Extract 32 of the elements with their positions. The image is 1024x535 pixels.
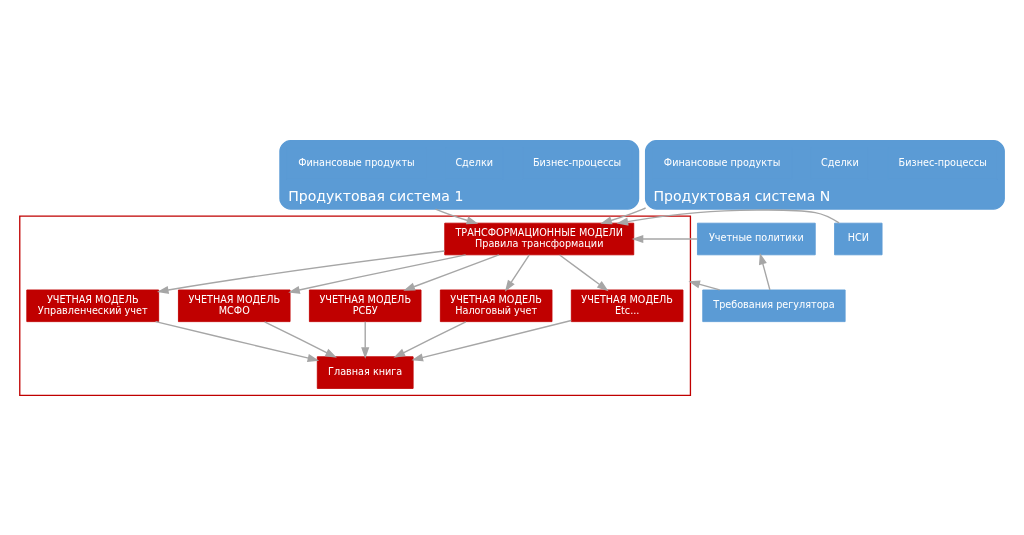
arrow: [361, 320, 370, 359]
node-text: Финансовые продукты: [298, 156, 415, 168]
arrow: [631, 234, 698, 243]
arrow: [504, 253, 530, 292]
node-text: Сделки: [821, 156, 859, 168]
node-text: Бизнес-процессы: [898, 156, 987, 168]
arrow: [558, 253, 609, 291]
arrow: [263, 320, 337, 358]
arrow: [434, 207, 479, 224]
arrow: [616, 208, 840, 226]
arrow: [403, 253, 500, 291]
arrow: [600, 206, 647, 224]
node-box: НСИ: [834, 222, 883, 255]
arrow: [154, 320, 320, 362]
arrow: [156, 249, 446, 294]
node-text: Сделки: [455, 156, 494, 168]
node-box: Главная книга: [316, 355, 414, 389]
arrow: [393, 320, 467, 358]
arrow: [288, 253, 467, 294]
node-box: УЧЕТНАЯ МОДЕЛЬ Управленческий учет: [26, 289, 160, 322]
node-box: УЧЕТНАЯ МОДЕЛЬ РСБУ: [308, 289, 422, 322]
arrow: [411, 319, 572, 361]
arrow: [759, 252, 771, 291]
node-text: Финансовые продукты: [663, 156, 781, 168]
node-box: УЧЕТНАЯ МОДЕЛЬ Etc...: [570, 289, 684, 322]
node-box: УЧЕТНАЯ МОДЕЛЬ Налоговый учет: [439, 289, 553, 322]
arrow: [688, 279, 721, 291]
node-text: Бизнес-процессы: [532, 156, 622, 168]
node-box: УЧЕТНАЯ МОДЕЛЬ МСФО: [178, 289, 291, 322]
node-box: Требования регулятора: [702, 289, 846, 322]
node-box: Учетные политики: [697, 222, 816, 255]
node-box: ТРАНСФОРМАЦИОННЫЕ МОДЕЛИ Правила трансформации: [444, 222, 635, 255]
